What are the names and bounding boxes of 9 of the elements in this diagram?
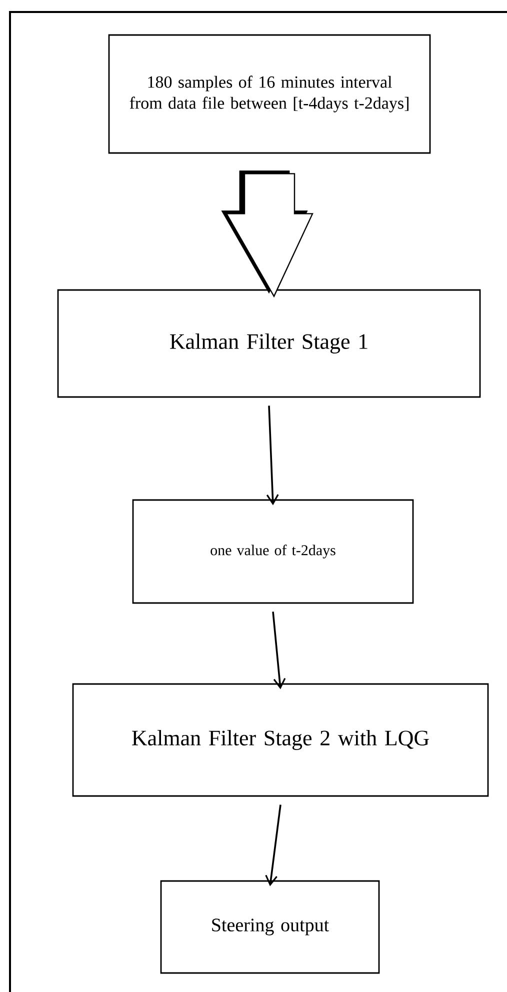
arrow <box>266 406 279 506</box>
arrow <box>265 804 282 886</box>
process-box: Steering output <box>160 880 380 974</box>
process-box: 180 samples of 16 minutes interval from data file between [t-4days t-2days] <box>108 34 431 154</box>
arrow <box>272 612 286 690</box>
process-box: Kalman Filter Stage 1 <box>57 289 481 398</box>
process-box: one value of t-2days <box>132 499 414 604</box>
block-arrow <box>221 170 314 298</box>
process-box: Kalman Filter Stage 2 with LQG <box>72 683 489 797</box>
